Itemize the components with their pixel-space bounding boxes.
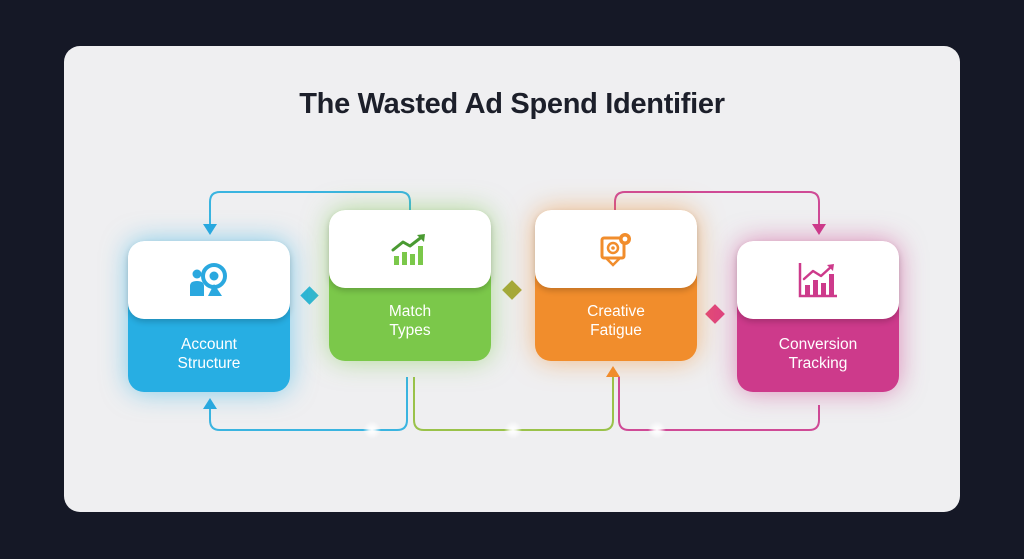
step-label: Conversion Tracking: [737, 335, 899, 373]
step-label-line2: Structure: [177, 355, 241, 372]
bar-chart-arrow-icon: [797, 261, 839, 299]
step-card-conversion-tracking: Conversion Tracking: [737, 241, 899, 392]
step-label-line2: Types: [389, 322, 431, 339]
step-label-line1: Conversion: [778, 336, 858, 353]
connector-top-match-to-account: [209, 191, 411, 224]
step-label-line1: Creative: [587, 303, 645, 320]
step-label-line2: Tracking: [788, 355, 848, 372]
user-target-icon: [188, 262, 230, 298]
glow-spark-1: [363, 421, 381, 439]
diamond-connector-3: [705, 304, 725, 324]
step-label-line2: Fatigue: [590, 322, 642, 339]
diagram-title: The Wasted Ad Spend Identifier: [299, 88, 725, 120]
card-header: [737, 241, 899, 319]
step-label: Match Types: [329, 302, 491, 340]
arrow-head-down-account: [203, 224, 217, 235]
connector-top-creative-to-conversion: [614, 191, 820, 224]
connector-bottom-match-to-account: [209, 377, 408, 431]
glow-spark-2: [504, 421, 522, 439]
step-label: Creative Fatigue: [535, 302, 697, 340]
arrow-head-up-creative: [606, 366, 620, 377]
step-label: Account Structure: [128, 335, 290, 373]
arrow-head-down-conversion: [812, 224, 826, 235]
step-label-line1: Match: [388, 303, 432, 320]
connector-bottom-conversion-to-creative: [618, 377, 820, 431]
step-card-match-types: Match Types: [329, 210, 491, 361]
diamond-connector-1: [300, 286, 319, 305]
step-label-line1: Account: [180, 336, 237, 353]
card-header: [535, 210, 697, 288]
glow-spark-3: [648, 421, 666, 439]
diamond-connector-2: [502, 280, 522, 300]
growth-chart-icon: [390, 232, 430, 266]
step-card-account-structure: Account Structure: [128, 241, 290, 392]
arrow-head-up-account: [203, 398, 217, 409]
card-header: [128, 241, 290, 319]
card-header: [329, 210, 491, 288]
creative-asset-icon: [598, 231, 634, 267]
step-card-creative-fatigue: Creative Fatigue: [535, 210, 697, 361]
